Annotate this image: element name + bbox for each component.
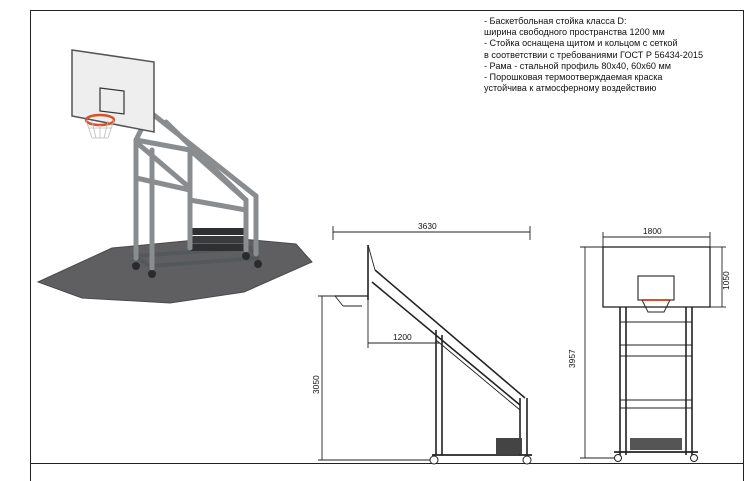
- wheels: [132, 252, 262, 278]
- specification-notes: - Баскетбольная стойка класса D: ширина …: [484, 16, 742, 94]
- wheel-front: [614, 454, 622, 462]
- rim-height-label: 3050: [311, 375, 321, 394]
- board-width-label: 1800: [643, 226, 662, 236]
- net-side: [334, 295, 344, 307]
- wheel-side: [429, 455, 439, 465]
- spec-line: - Баскетбольная стойка класса D:: [484, 16, 627, 26]
- spec-line: ширина свободного пространства 1200 мм: [484, 27, 665, 38]
- front-view-drawing: [580, 232, 726, 462]
- diagonal-struts: [133, 109, 259, 213]
- spec-line: устойчива к атмосферному воздействию: [484, 83, 657, 94]
- overall-width-label: 3630: [418, 221, 437, 231]
- spec-line: - Рама - стальной профиль 80х40, 60х60 м…: [484, 60, 671, 71]
- ground-pad: [36, 237, 313, 304]
- ballast-front: [630, 438, 682, 450]
- spec-line: - Стойка оснащена щитом и кольцом с сетк…: [484, 38, 678, 49]
- main-strut: [374, 269, 526, 399]
- overhang-label: 1200: [393, 332, 412, 342]
- backboard-target-front: [637, 275, 675, 301]
- total-height-label: 3957: [567, 349, 577, 368]
- spec-line: - Порошковая термоотверждаемая краска: [484, 72, 663, 83]
- ballast-side: [496, 438, 522, 454]
- side-view-drawing: [318, 226, 532, 465]
- drawing-frame: [30, 10, 744, 464]
- wheel-side: [522, 455, 532, 465]
- backboard-front: [602, 246, 711, 308]
- title-block-strip: [30, 462, 744, 481]
- backboard: [71, 49, 155, 133]
- inner-brace: [435, 339, 521, 411]
- net: [85, 119, 115, 139]
- backboard-target-square: [99, 87, 125, 115]
- lower-strut: [371, 281, 521, 406]
- backboard-bracket: [367, 244, 376, 271]
- board-height-label: 1050: [721, 271, 731, 290]
- net-front: [641, 299, 671, 313]
- wheel-front: [690, 454, 698, 462]
- spec-line: в соответствии с требованиями ГОСТ Р 564…: [484, 49, 704, 60]
- ballast-weights: [190, 228, 248, 251]
- basketball-stand-render: [36, 49, 313, 304]
